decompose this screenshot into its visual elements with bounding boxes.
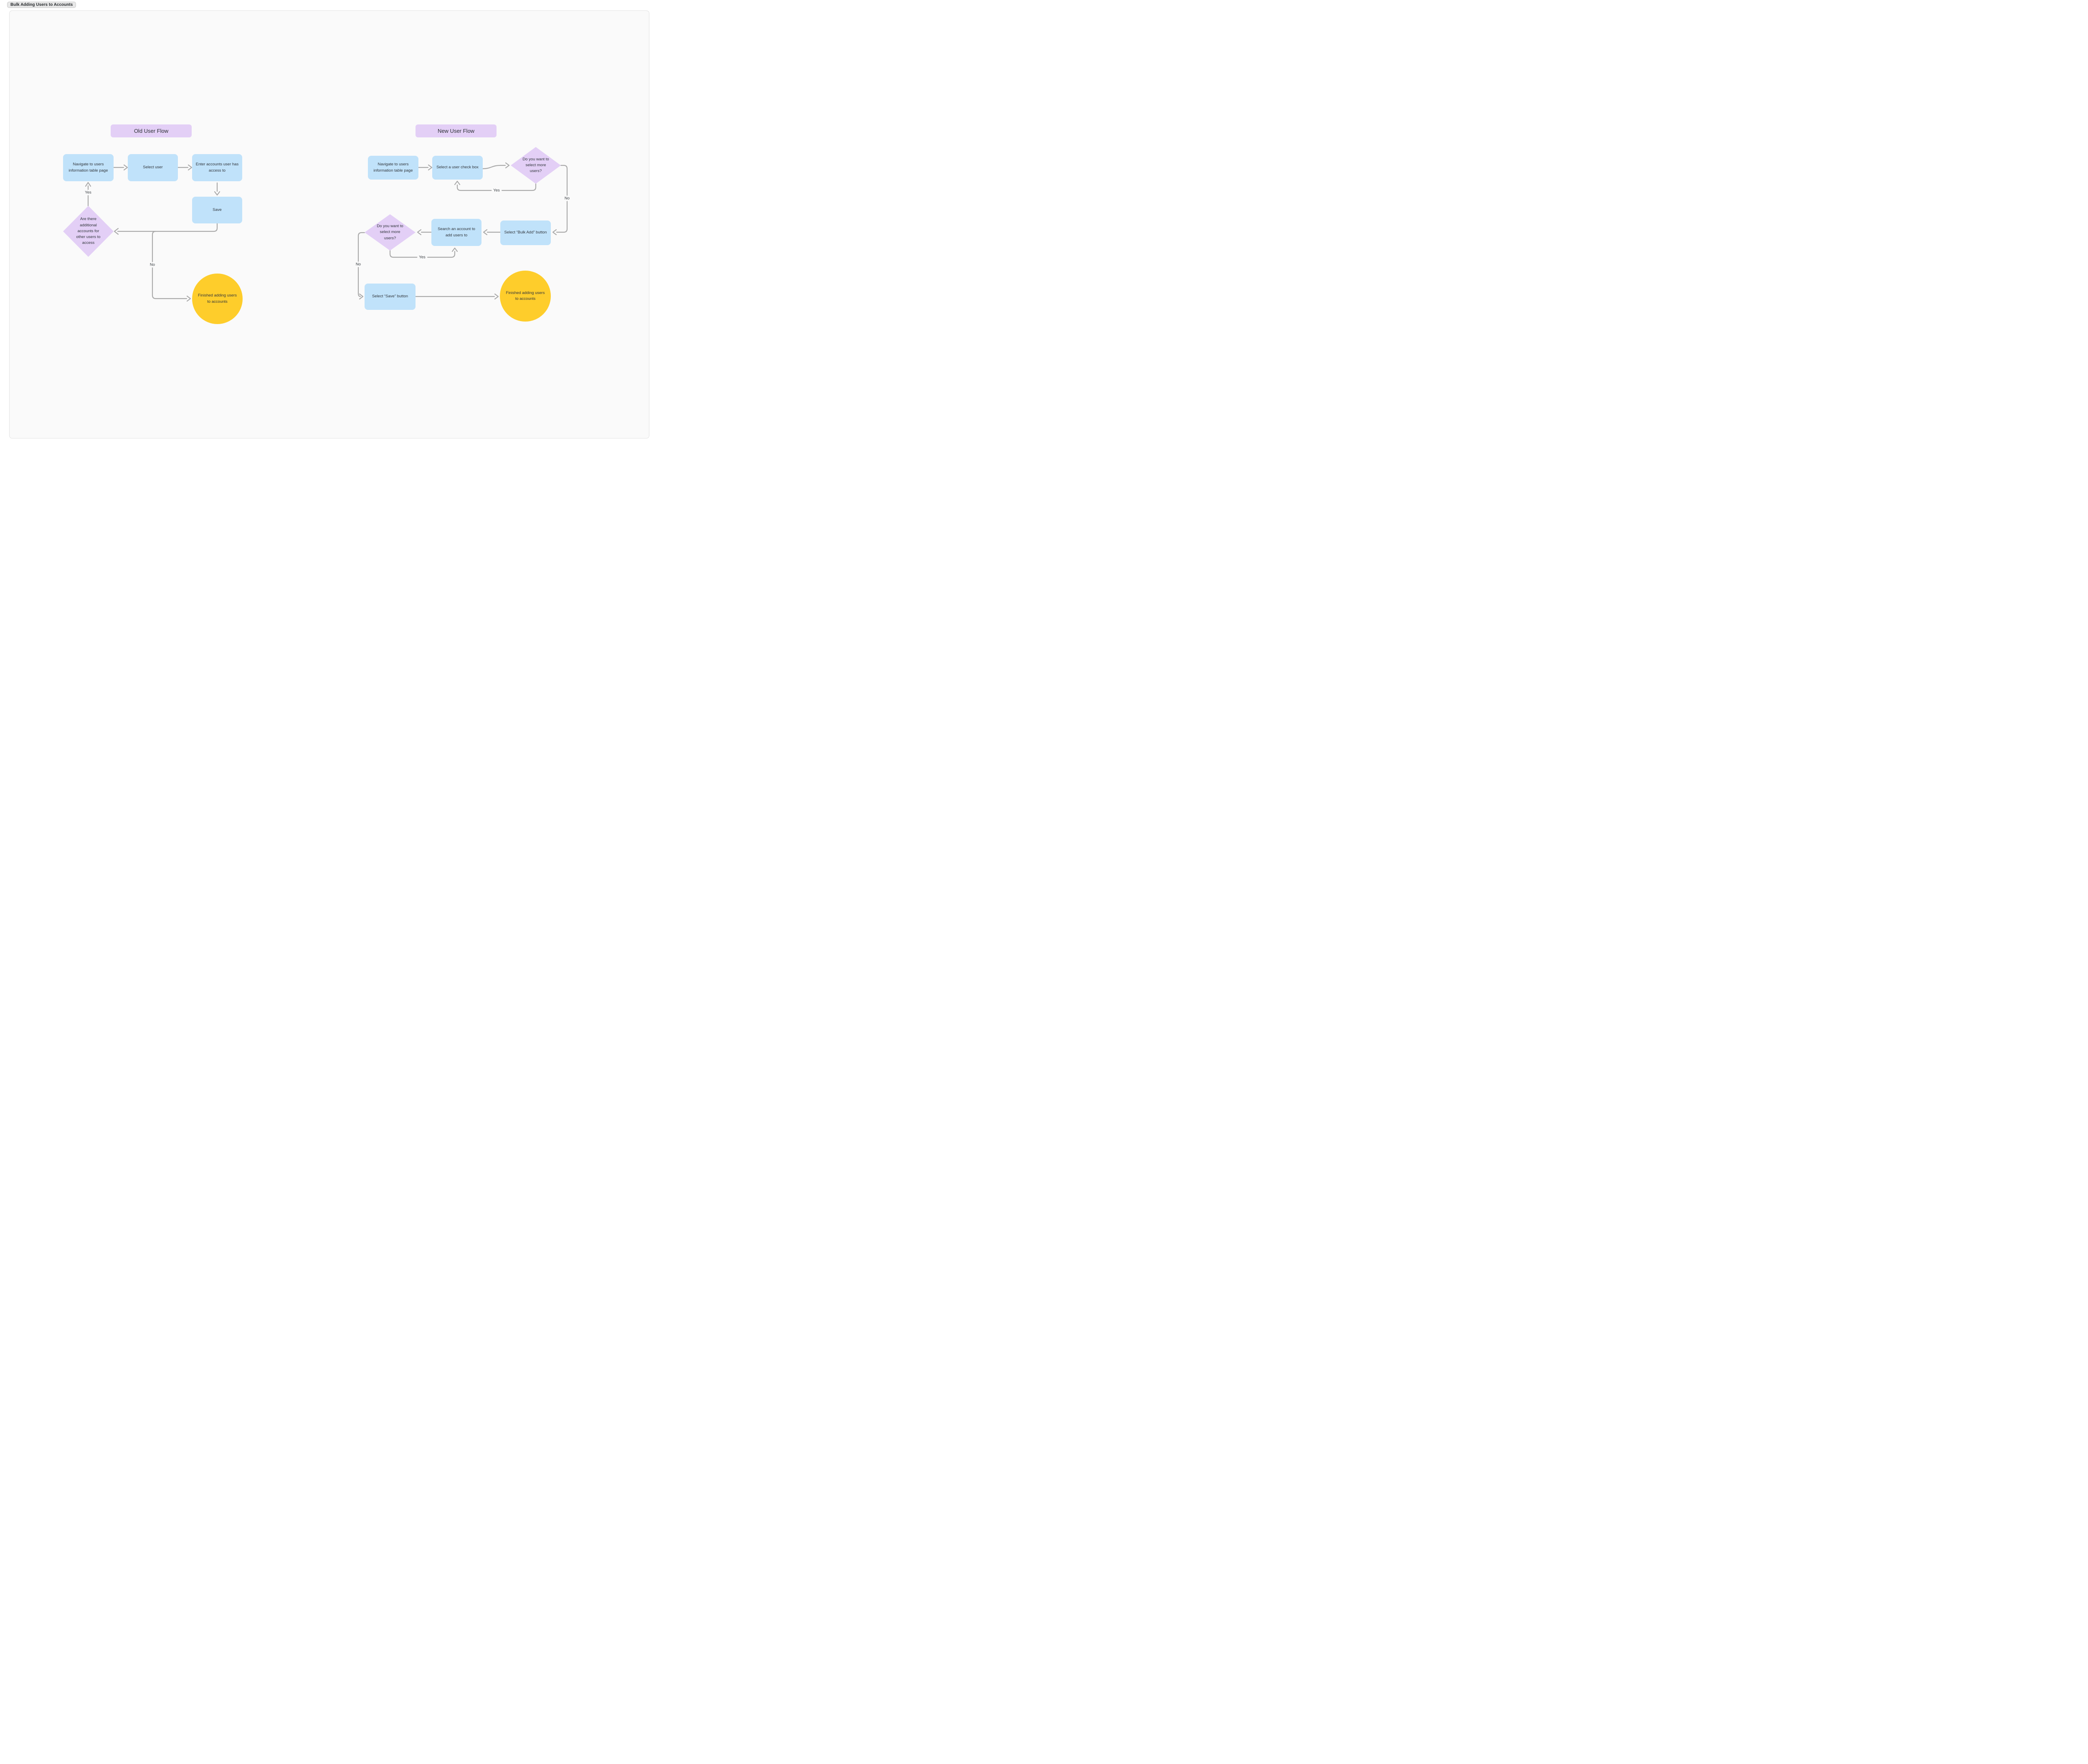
label-new-no-mid: No (354, 261, 363, 267)
label-old-yes: Yes (83, 190, 93, 195)
connector-new-search-to-decision2 (417, 229, 432, 236)
node-new-select-checkbox[interactable]: Select a user check box (432, 156, 483, 180)
node-old-navigate[interactable]: Navigate to users information table page (63, 154, 114, 181)
old-flow-title[interactable]: Old User Flow (111, 124, 192, 137)
connector-old-navigate-to-select (113, 164, 128, 171)
node-old-select-user[interactable]: Select user (128, 154, 178, 181)
connector-old-select-to-enter (177, 164, 193, 171)
node-new-navigate[interactable]: Navigate to users information table page (368, 156, 418, 180)
connector-new-save-to-finished (415, 293, 499, 300)
node-old-enter-accounts[interactable]: Enter accounts user has access to (192, 154, 242, 181)
connector-old-decision-no-to-finished (152, 231, 191, 302)
label-old-no: No (148, 262, 157, 268)
node-new-decision-select-more[interactable]: Do you want to select more users? (511, 147, 561, 184)
label-new-yes-mid: Yes (417, 254, 427, 260)
old-flow-title-text: Old User Flow (134, 127, 169, 134)
board-title-text: Bulk Adding Users to Accounts (10, 3, 73, 7)
node-new-save-button[interactable]: Select “Save” button (365, 284, 416, 310)
node-new-decision-select-more-2[interactable]: Do you want to select more users? (365, 214, 416, 251)
board-title-tab[interactable]: Bulk Adding Users to Accounts (7, 2, 76, 8)
node-new-bulk-add[interactable]: Select “Bulk Add” button (500, 220, 551, 245)
label-new-no-top: No (563, 195, 572, 201)
connector-new-bulkadd-to-search (483, 229, 501, 236)
new-flow-title-text: New User Flow (437, 127, 475, 134)
node-old-finished[interactable]: Finished adding users to accounts (192, 274, 243, 324)
node-new-finished[interactable]: Finished adding users to accounts (500, 271, 551, 322)
node-old-save[interactable]: Save (192, 197, 242, 223)
connector-old-enter-to-save (214, 182, 220, 196)
node-new-search-account[interactable]: Search an account to add users to (431, 219, 481, 246)
connector-old-save-to-decision (114, 223, 218, 235)
node-old-decision-additional-accounts[interactable]: Are there additional accounts for other … (63, 206, 114, 257)
label-new-yes-top: Yes (492, 188, 502, 193)
flowchart-canvas: Old User Flow Navigate to users informat… (9, 10, 649, 438)
page: { "page": { "tab_label": "Bulk Adding Us… (0, 0, 658, 441)
connector-new-selectcheckbox-to-decision1 (482, 162, 510, 170)
connector-new-navigate-to-selectcheckbox (418, 164, 433, 171)
new-flow-title[interactable]: New User Flow (416, 124, 497, 137)
